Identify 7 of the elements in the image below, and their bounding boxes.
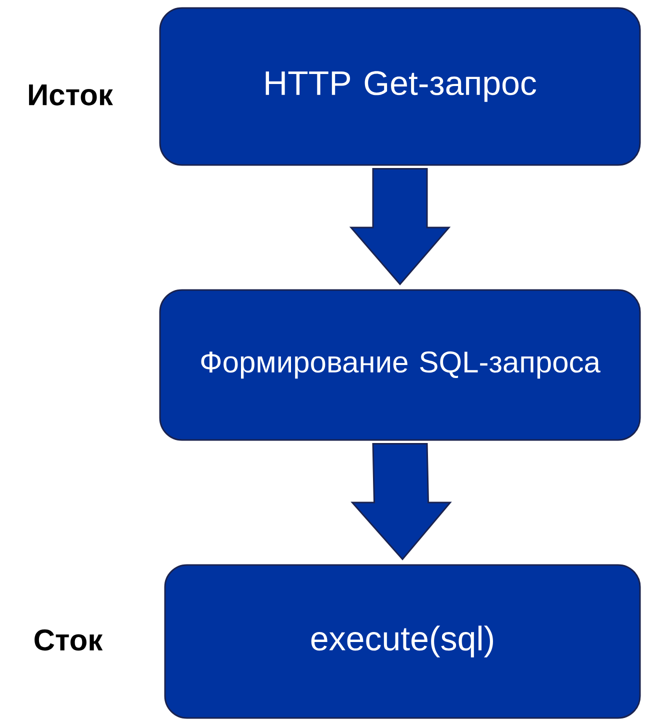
process-box: HTTP Get-запрос xyxy=(159,7,641,166)
process-box: Формирование SQL-запроса xyxy=(159,289,641,441)
block-arrow xyxy=(349,168,451,286)
side-label: Исток xyxy=(29,84,113,106)
block-arrow xyxy=(350,443,452,560)
side-label: Сток xyxy=(34,629,103,651)
process-box: execute(sql) xyxy=(164,564,641,719)
